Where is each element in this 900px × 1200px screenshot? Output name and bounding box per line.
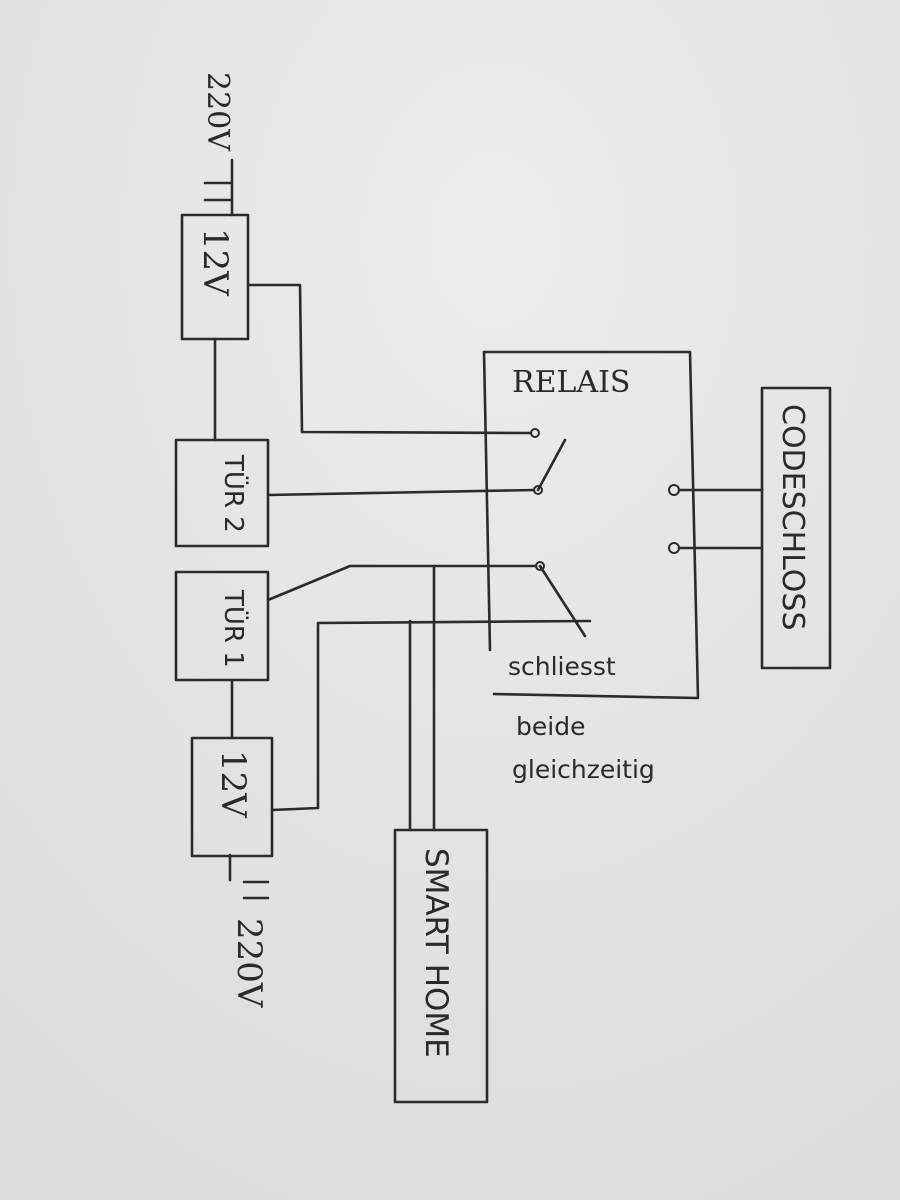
psu-top: 12V [180, 213, 250, 341]
door-1-label: TÜR 1 [218, 589, 250, 668]
door-2-box: TÜR 2 [174, 438, 270, 548]
relay-label: RELAIS [512, 365, 630, 400]
smart-home-box: SMART HOME [393, 828, 489, 1104]
smart-home-label: SMART HOME [418, 848, 454, 1058]
note-line2: gleichzeitig [512, 755, 655, 784]
psu-top-label: 12V [195, 228, 235, 297]
code-lock-box: CODESCHLOSS [760, 386, 832, 670]
door-2-label: TÜR 2 [218, 454, 250, 533]
note-line1: beide [516, 712, 585, 741]
relay-note: schliesst [508, 652, 616, 681]
wires [213, 158, 764, 832]
supply-bottom-group: 220V [228, 853, 270, 1009]
door-1-box: TÜR 1 [174, 570, 270, 682]
code-lock-label: CODESCHLOSS [775, 404, 810, 631]
relay-box: RELAIS schliesst [482, 350, 700, 700]
psu-bottom-label: 12V [213, 750, 253, 819]
supply-top-label: 220V [200, 72, 235, 152]
supply-top-group: 220V [200, 72, 235, 202]
supply-bottom-label: 220V [229, 918, 269, 1009]
